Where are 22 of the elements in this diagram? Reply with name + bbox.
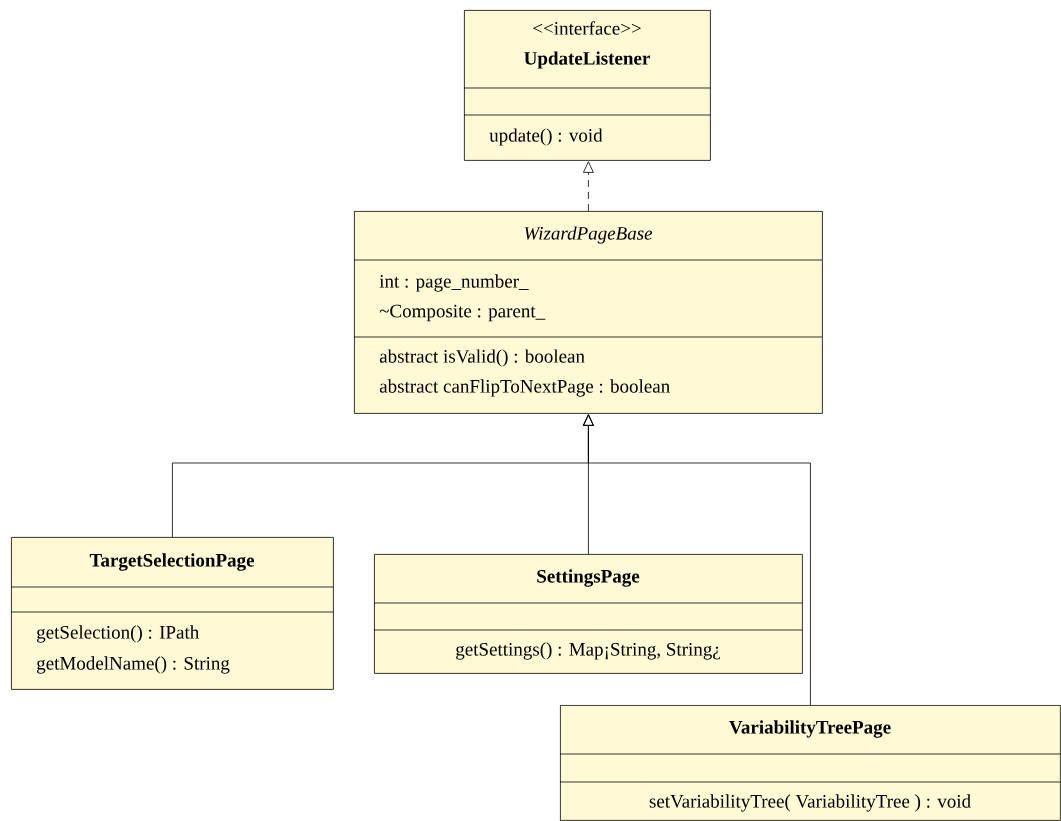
member-text: ~Composite : parent_ [379,304,546,322]
class-box [463,10,711,161]
stereotype-text: <<interface>> [533,21,641,35]
class-box [373,554,803,674]
class-name: UpdateListener [524,51,650,69]
class-name: VariabilityTreePage [729,720,891,738]
member-text: getModelName() : String [37,656,230,674]
class-name: WizardPageBase [524,226,653,244]
inheritance-arrow [583,414,811,706]
member-text: update() : void [489,128,603,146]
class-box [10,537,334,690]
class-box [353,211,823,414]
class-box [559,705,1061,821]
member-text: abstract isValid() : boolean [379,349,585,367]
realization-arrow [583,161,594,212]
member-text: getSettings() : Map¡String, String¿ [456,642,720,660]
class-name: SettingsPage [537,569,640,587]
member-text: setVariabilityTree( VariabilityTree ) : void [649,794,971,812]
member-text: int : page_number_ [379,274,529,292]
member-text: getSelection() : IPath [37,625,199,643]
member-text: abstract canFlipToNextPage : boolean [379,379,670,397]
class-name: TargetSelectionPage [89,553,255,571]
